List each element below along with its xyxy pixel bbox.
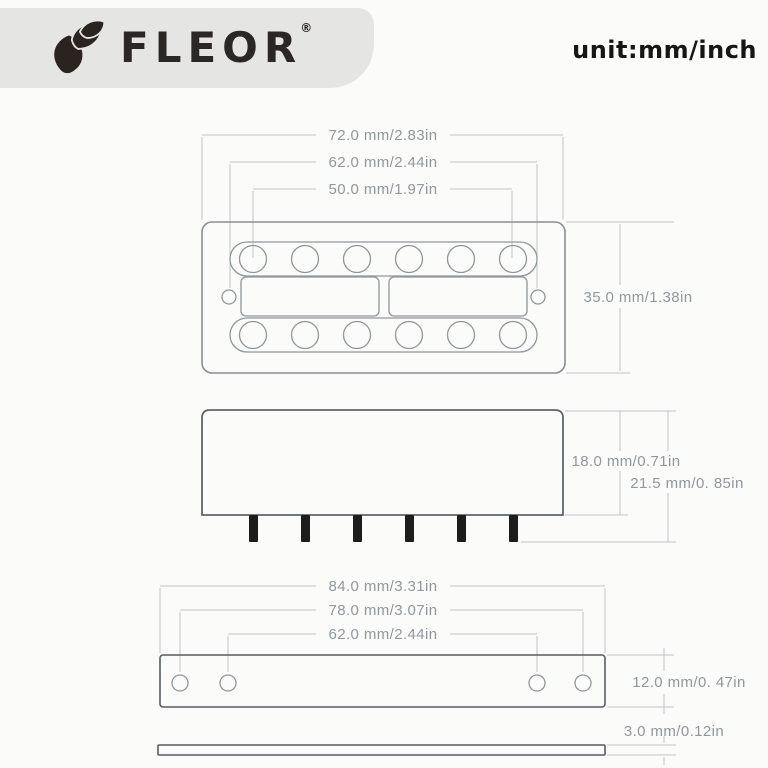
leaf-logo-icon [50,19,108,76]
dim-label-total-height: 21.5 mm/0. 85in [630,475,744,492]
dim-label-cover-height: 35.0 mm/1.38in [584,289,693,306]
thin-plate-drawing [157,744,606,756]
dim-label-plate-thickness: 3.0 mm/0.12in [624,723,724,740]
top-view-dimension-lines [201,134,674,374]
top-view-drawing [201,221,566,374]
bottom-bobbin-outline [229,317,538,353]
dim-label-cover-width: 72.0 mm/2.83in [329,127,438,144]
dim-label-plate-width: 84.0 mm/3.31in [329,578,438,595]
mounting-holes [221,289,546,305]
pole-screw-legs [249,515,518,542]
pickup-body-side-outline [201,409,564,516]
dim-label-pole-spread: 50.0 mm/1.97in [329,181,438,198]
pole-piece-circles [238,244,528,350]
baseplate-outline [159,654,606,708]
brand-logo-box: FLEOR ® [0,8,374,88]
thin-plate-outline [157,744,606,756]
dim-label-outer-hole-spacing: 78.0 mm/3.07in [329,602,438,619]
side-view-dimension-lines [521,410,676,543]
dim-label-mounting-hole-spacing: 62.0 mm/2.44in [329,154,438,171]
registered-trademark-symbol: ® [300,21,313,35]
unit-label: unit:mm/inch [572,36,757,64]
pickup-cover-outline [201,221,566,374]
baseplate-dimension-lines [159,585,676,765]
dim-label-plate-height: 12.0 mm/0. 47in [632,674,746,691]
side-view-drawing [201,409,564,542]
brand-wordmark: FLEOR [120,23,303,72]
dim-label-body-height: 18.0 mm/0.71in [572,453,681,470]
baseplate-screw-holes [171,674,592,692]
baseplate-drawing [159,654,606,708]
center-spacer-left [240,276,380,317]
dim-label-inner-hole-spacing: 62.0 mm/2.44in [329,626,438,643]
top-bobbin-outline [229,241,538,277]
center-spacer-right [388,276,528,317]
